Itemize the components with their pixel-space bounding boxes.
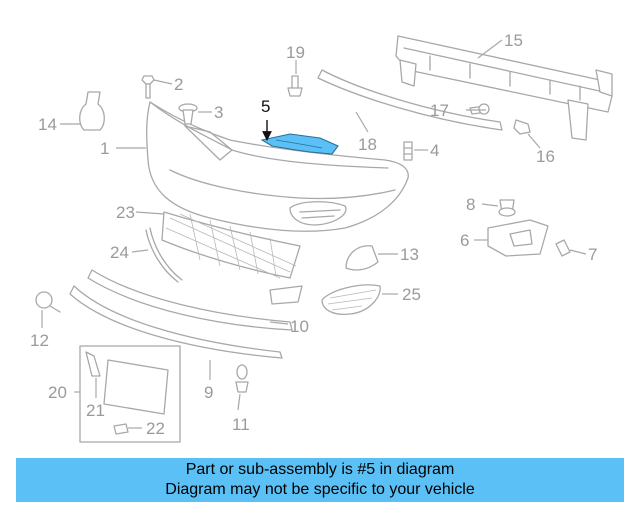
- callout-9: 9: [204, 383, 213, 402]
- bolt-part-11[interactable]: [235, 364, 249, 393]
- callout-19: 19: [286, 43, 305, 62]
- callout-17: 17: [430, 101, 449, 120]
- banner-line-1: Part or sub-assembly is #5 in diagram: [185, 461, 455, 478]
- bolt-part-17[interactable]: [469, 103, 490, 115]
- callout-labels: 1 2 3 4 5 6 7 8 9 10 11 12 13 14 15 16 1…: [30, 31, 597, 438]
- callout-6: 6: [460, 231, 469, 250]
- lower-lip-part-9[interactable]: [69, 285, 283, 359]
- lower-trim-part-10[interactable]: [87, 269, 303, 331]
- callout-21: 21: [86, 401, 105, 420]
- info-banner: Part or sub-assembly is #5 in diagram Di…: [16, 458, 624, 502]
- callout-10: 10: [290, 317, 309, 336]
- callout-14: 14: [38, 115, 57, 134]
- grille-insert-part-25[interactable]: [321, 284, 381, 316]
- callout-7: 7: [588, 245, 597, 264]
- bolt-part-7[interactable]: [555, 239, 571, 257]
- callout-11: 11: [232, 415, 250, 434]
- callout-13: 13: [400, 245, 419, 264]
- clip-part-8[interactable]: [498, 199, 516, 217]
- parts-diagram: 1 2 3 4 5 6 7 8 9 10 11 12 13 14 15 16 1…: [30, 31, 613, 443]
- bumper-cover-part[interactable]: [146, 101, 409, 232]
- callout-12: 12: [30, 331, 49, 350]
- callout-16: 16: [536, 147, 555, 166]
- callout-24: 24: [110, 243, 129, 262]
- highlighted-bracket-part[interactable]: [260, 133, 339, 155]
- reinforcement-beam-part[interactable]: [395, 35, 613, 141]
- callout-1: 1: [100, 139, 109, 158]
- cap-part-13[interactable]: [345, 245, 379, 271]
- license-plate-assembly-part-20[interactable]: [79, 345, 181, 443]
- part-14[interactable]: [79, 91, 105, 131]
- callout-5: 5: [261, 97, 270, 116]
- callout-4: 4: [430, 141, 439, 160]
- bolt-part-2[interactable]: [141, 75, 155, 99]
- bolt-part-16[interactable]: [513, 119, 531, 135]
- grille-part-23[interactable]: [161, 211, 301, 279]
- bracket-part-6[interactable]: [487, 219, 549, 257]
- cap-part-12[interactable]: [35, 291, 61, 313]
- callout-2: 2: [174, 75, 183, 94]
- upper-bar-part[interactable]: [317, 69, 503, 131]
- bolt-part-19[interactable]: [287, 75, 303, 97]
- leader-lines: [41, 39, 587, 429]
- trim-strip-part-24[interactable]: [145, 227, 183, 283]
- banner-line-2: Diagram may not be specific to your vehi…: [165, 481, 475, 498]
- callout-20: 20: [48, 383, 67, 402]
- callout-22: 22: [146, 419, 165, 438]
- callout-18: 18: [358, 135, 377, 154]
- callout-3: 3: [214, 103, 223, 122]
- callout-15: 15: [504, 31, 523, 50]
- callout-23: 23: [116, 203, 135, 222]
- bolt-part-4[interactable]: [403, 141, 413, 161]
- clip-part-3[interactable]: [178, 103, 198, 125]
- callout-8: 8: [466, 195, 475, 214]
- callout-25: 25: [402, 285, 421, 304]
